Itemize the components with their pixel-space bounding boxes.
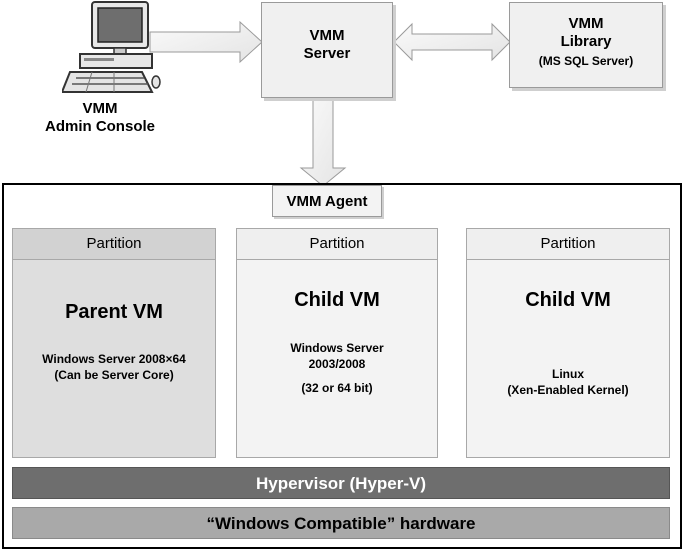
vm-desc-line2: (Can be Server Core) — [54, 368, 174, 382]
vm-title: Child VM — [294, 289, 380, 311]
vm-title: Child VM — [525, 289, 611, 311]
vmm-server-box: VMM Server — [261, 2, 393, 98]
vm-desc-line3: (32 or 64 bit) — [301, 381, 373, 395]
arrow-server-library — [393, 22, 511, 62]
computer-icon — [62, 1, 161, 93]
vm-desc-line2: 2003/2008 — [308, 357, 366, 371]
vm-desc-line1: Windows Server — [290, 341, 384, 355]
admin-console-line1: VMM — [82, 100, 118, 117]
arrow-console-to-server — [149, 20, 263, 64]
vm-desc-line2: (Xen-Enabled Kernel) — [507, 383, 629, 397]
partition-header: Partition — [237, 229, 437, 260]
partition-child-vm-windows: Partition Child VM Windows Server 2003/2… — [236, 228, 438, 458]
arrow-server-to-agent — [299, 97, 347, 187]
partition-header: Partition — [13, 229, 215, 260]
partition-header: Partition — [467, 229, 669, 260]
partition-child-vm-linux: Partition Child VM Linux (Xen-Enabled Ke… — [466, 228, 670, 458]
vmm-agent-box: VMM Agent — [272, 185, 382, 217]
library-line1: VMM — [568, 15, 604, 32]
library-line3: (MS SQL Server) — [538, 54, 634, 68]
vm-desc-line1: Windows Server 2008×64 — [42, 352, 186, 366]
admin-console-label: VMM Admin Console — [40, 100, 160, 136]
library-line2: Library — [560, 33, 612, 50]
vmm-library-box: VMM Library (MS SQL Server) — [509, 2, 663, 88]
server-line1: VMM — [309, 27, 345, 44]
server-line2: Server — [303, 45, 351, 62]
hypervisor-layer: Hypervisor (Hyper-V) — [12, 467, 670, 499]
partition-parent-vm: Partition Parent VM Windows Server 2008×… — [12, 228, 216, 458]
hardware-layer: “Windows Compatible” hardware — [12, 507, 670, 539]
admin-console-line2: Admin Console — [44, 118, 155, 135]
vm-desc-line1: Linux — [552, 367, 584, 381]
vm-title: Parent VM — [65, 301, 163, 323]
